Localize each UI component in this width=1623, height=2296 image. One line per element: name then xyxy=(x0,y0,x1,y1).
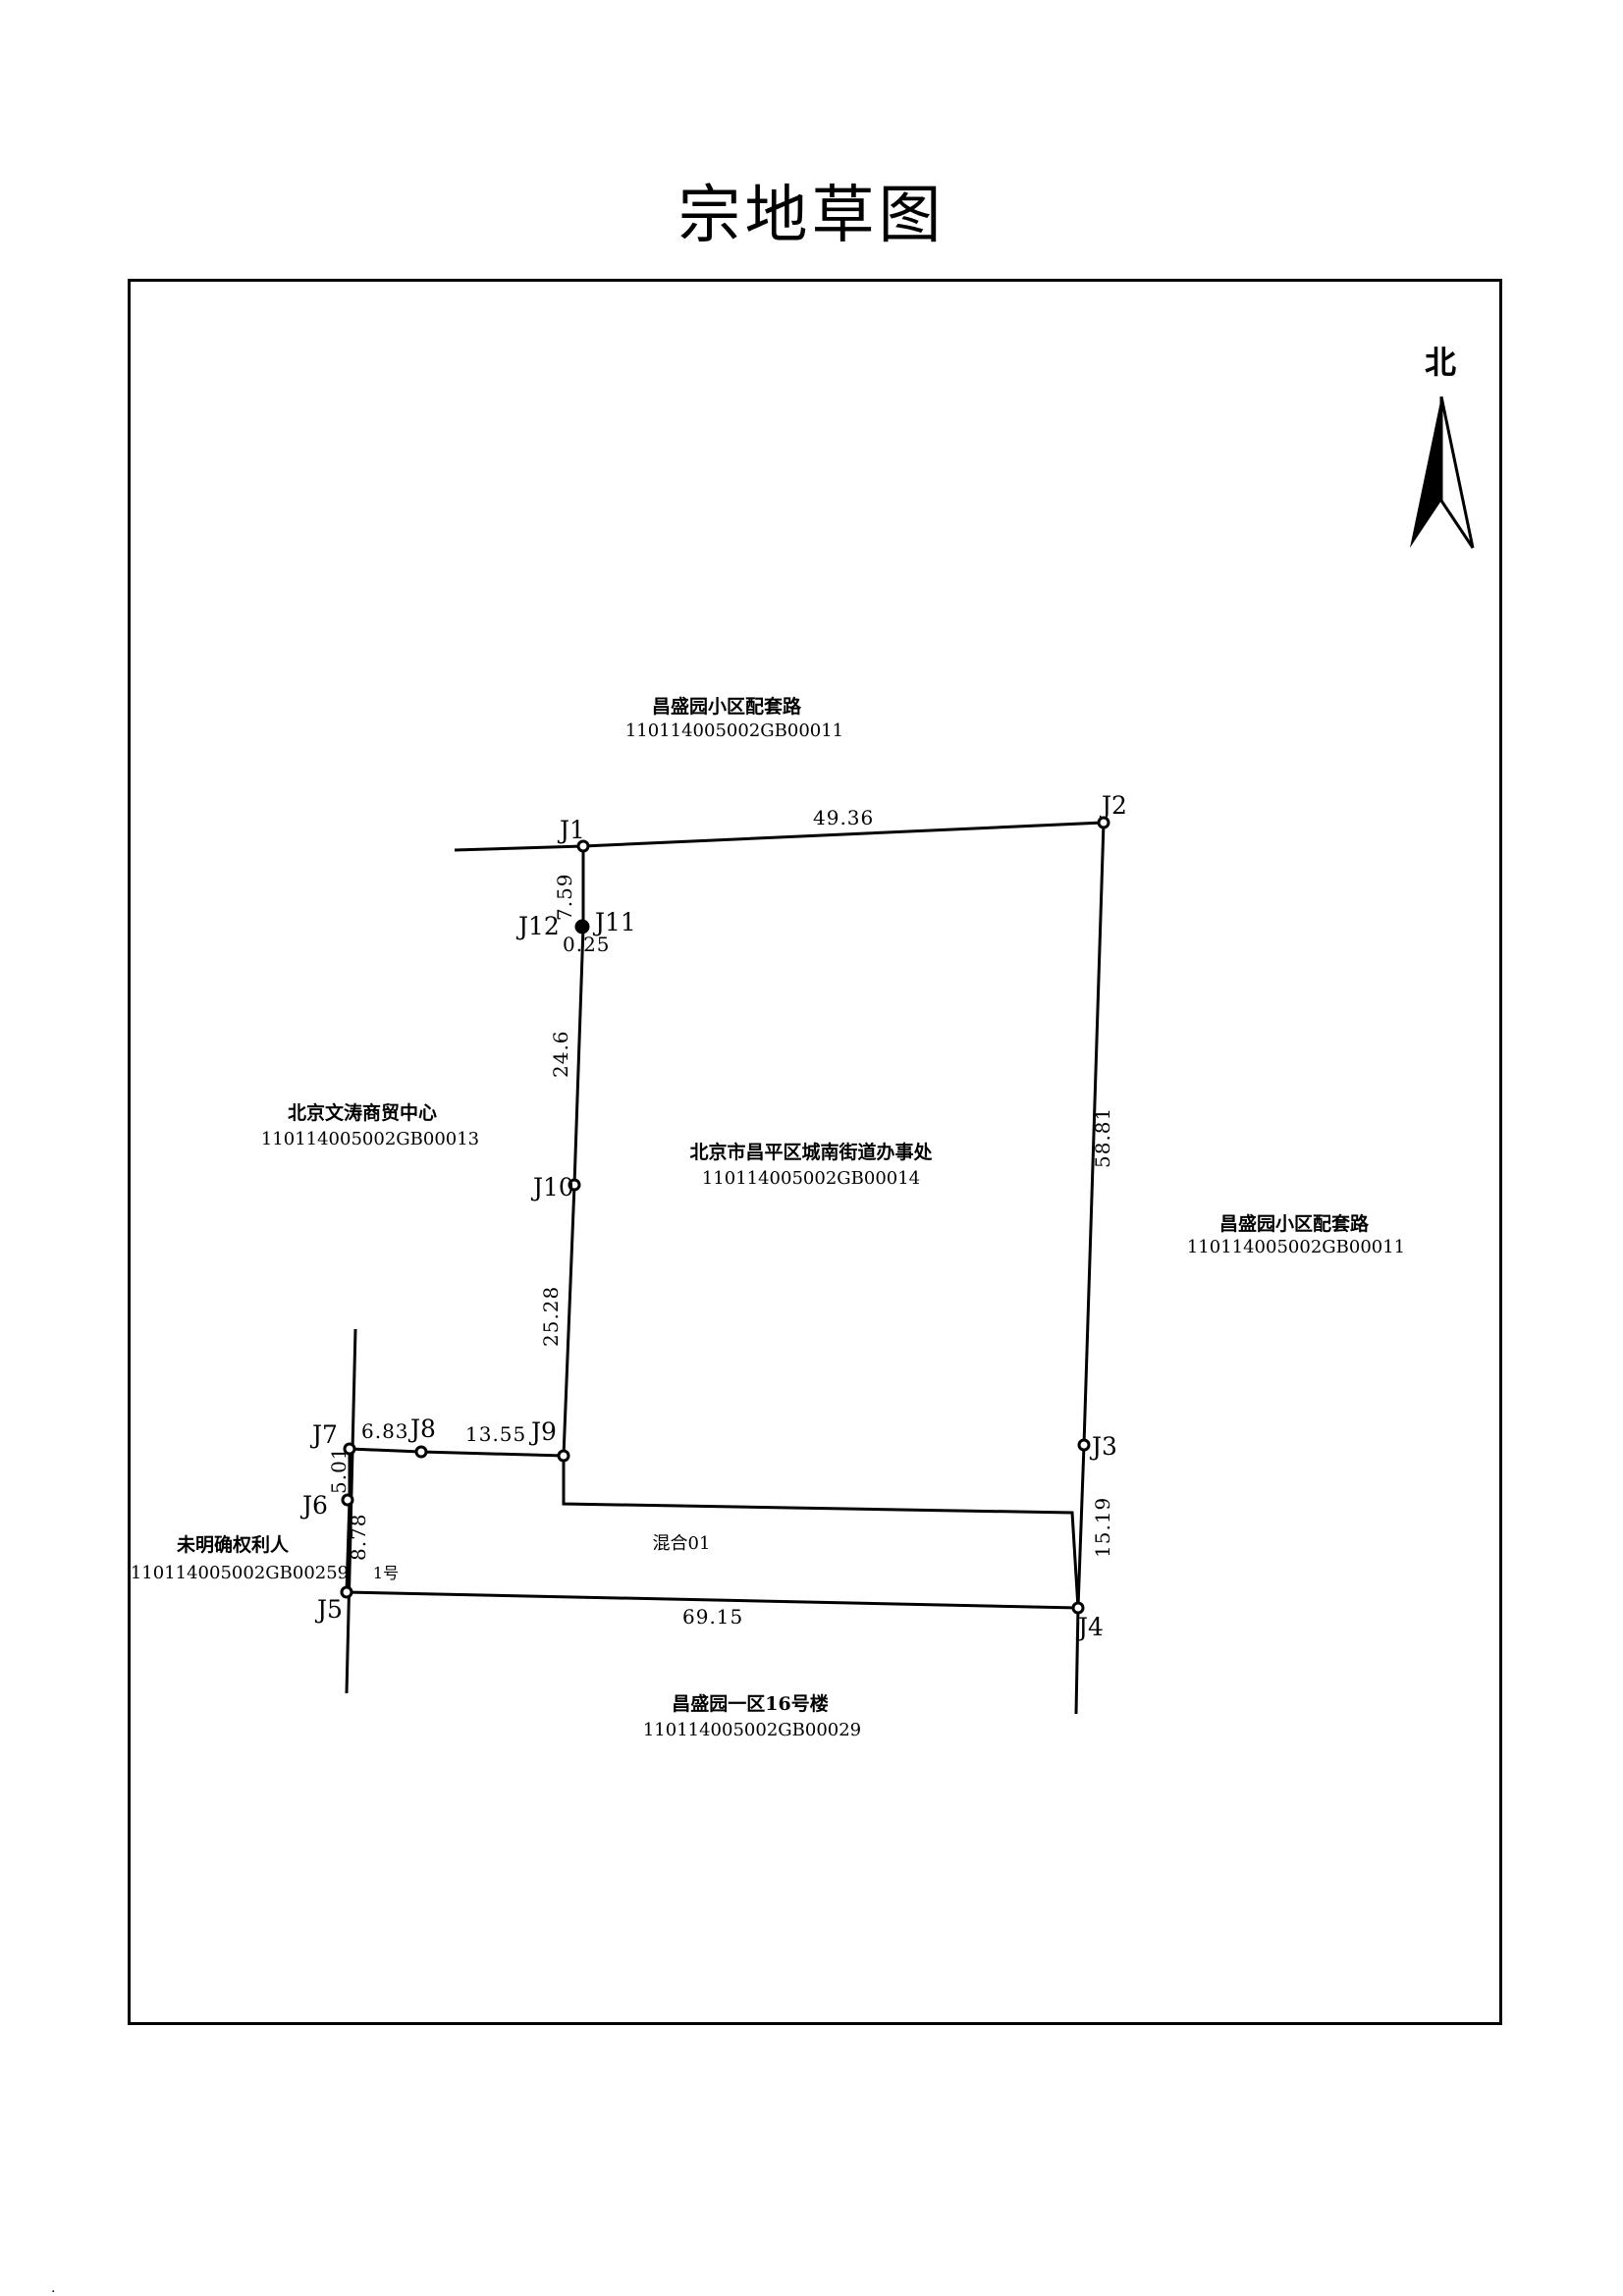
west-parcel-code: 110114005002GB00013 xyxy=(261,1129,479,1149)
edge-length-j3-j4: 15.19 xyxy=(1091,1497,1114,1558)
point-marker-j11 xyxy=(574,919,590,934)
neighbour-lines xyxy=(345,844,1080,1715)
point-marker-j5 xyxy=(340,1585,353,1599)
edge-length-j4-j5: 69.15 xyxy=(682,1605,743,1629)
boundary-points xyxy=(340,816,1110,1615)
west-parcel-name: 北京文涛商贸中心 xyxy=(288,1101,437,1124)
point-marker-j2 xyxy=(1097,816,1110,829)
edge-lengths: 49.36 58.81 15.19 69.15 8.78 5.01 6.83 1… xyxy=(327,806,1114,1629)
east-road-name: 昌盛园小区配套路 xyxy=(1219,1212,1370,1235)
building-label: 混合01 xyxy=(653,1533,711,1554)
north-road-code: 110114005002GB00011 xyxy=(625,721,843,741)
point-label-j7: J7 xyxy=(309,1420,338,1449)
point-label-j10: J10 xyxy=(530,1173,574,1201)
point-label-j2: J2 xyxy=(1099,791,1127,820)
point-label-j6: J6 xyxy=(299,1491,328,1520)
point-marker-j9 xyxy=(557,1449,570,1463)
point-label-j12: J12 xyxy=(515,912,560,940)
footer-mark: . xyxy=(51,2280,56,2296)
map-frame xyxy=(128,279,1502,2025)
edge-length-j1-j2: 49.36 xyxy=(813,806,874,829)
point-marker-j6 xyxy=(341,1493,354,1507)
point-label-j3: J3 xyxy=(1089,1432,1117,1461)
point-label-j4: J4 xyxy=(1075,1613,1104,1641)
edge-length-j9-j10: 25.28 xyxy=(539,1286,563,1347)
edge-length-j7-j8: 6.83 xyxy=(361,1419,409,1443)
parcel-labels: 北京市昌平区城南街道办事处 110114005002GB00014 昌盛园小区配… xyxy=(131,695,1405,1740)
point-labels: J1 J2 J3 J4 J5 J6 J7 J8 J9 J10 J11 J12 xyxy=(299,791,1127,1641)
south-parcel-code: 110114005002GB00029 xyxy=(643,1720,861,1740)
edge-length-j2-j3: 58.81 xyxy=(1091,1107,1114,1168)
edge-length-j6-j7: 5.01 xyxy=(327,1446,351,1494)
southwest-parcel-name: 未明确权利人 xyxy=(176,1533,290,1556)
east-road-code: 110114005002GB00011 xyxy=(1187,1237,1405,1257)
page-title: 宗地草图 xyxy=(677,180,946,252)
north-label: 北 xyxy=(1425,344,1456,381)
edge-length-j12-j1: 7.59 xyxy=(553,873,576,921)
point-label-j5: J5 xyxy=(314,1595,343,1624)
point-marker-j1 xyxy=(576,839,590,853)
building-outline xyxy=(562,1456,1080,1609)
main-parcel-code: 110114005002GB00014 xyxy=(702,1168,920,1189)
edge-length-j11-j12: 0.25 xyxy=(563,933,611,956)
building-number: 1号 xyxy=(373,1564,399,1582)
parcel-boundary xyxy=(345,821,1106,1610)
point-label-j8: J8 xyxy=(407,1415,436,1443)
point-label-j1: J1 xyxy=(557,816,585,844)
southwest-parcel-code: 110114005002GB00259 xyxy=(131,1563,349,1583)
point-label-j11: J11 xyxy=(592,908,636,936)
main-parcel-name: 北京市昌平区城南街道办事处 xyxy=(689,1141,933,1163)
point-marker-j3 xyxy=(1077,1438,1091,1452)
point-marker-j10 xyxy=(568,1178,581,1192)
point-marker-j4 xyxy=(1071,1601,1085,1615)
edge-length-j8-j9: 13.55 xyxy=(465,1422,526,1446)
point-marker-j8 xyxy=(414,1445,428,1459)
point-marker-j7 xyxy=(343,1442,356,1456)
point-label-j9: J9 xyxy=(528,1417,557,1446)
edge-length-j10-j11: 24.6 xyxy=(549,1030,572,1078)
edge-length-j5-j6: 8.78 xyxy=(347,1513,370,1561)
north-arrow-icon xyxy=(1410,396,1475,549)
south-parcel-name: 昌盛园一区16号楼 xyxy=(672,1692,828,1715)
north-road-name: 昌盛园小区配套路 xyxy=(652,695,802,718)
